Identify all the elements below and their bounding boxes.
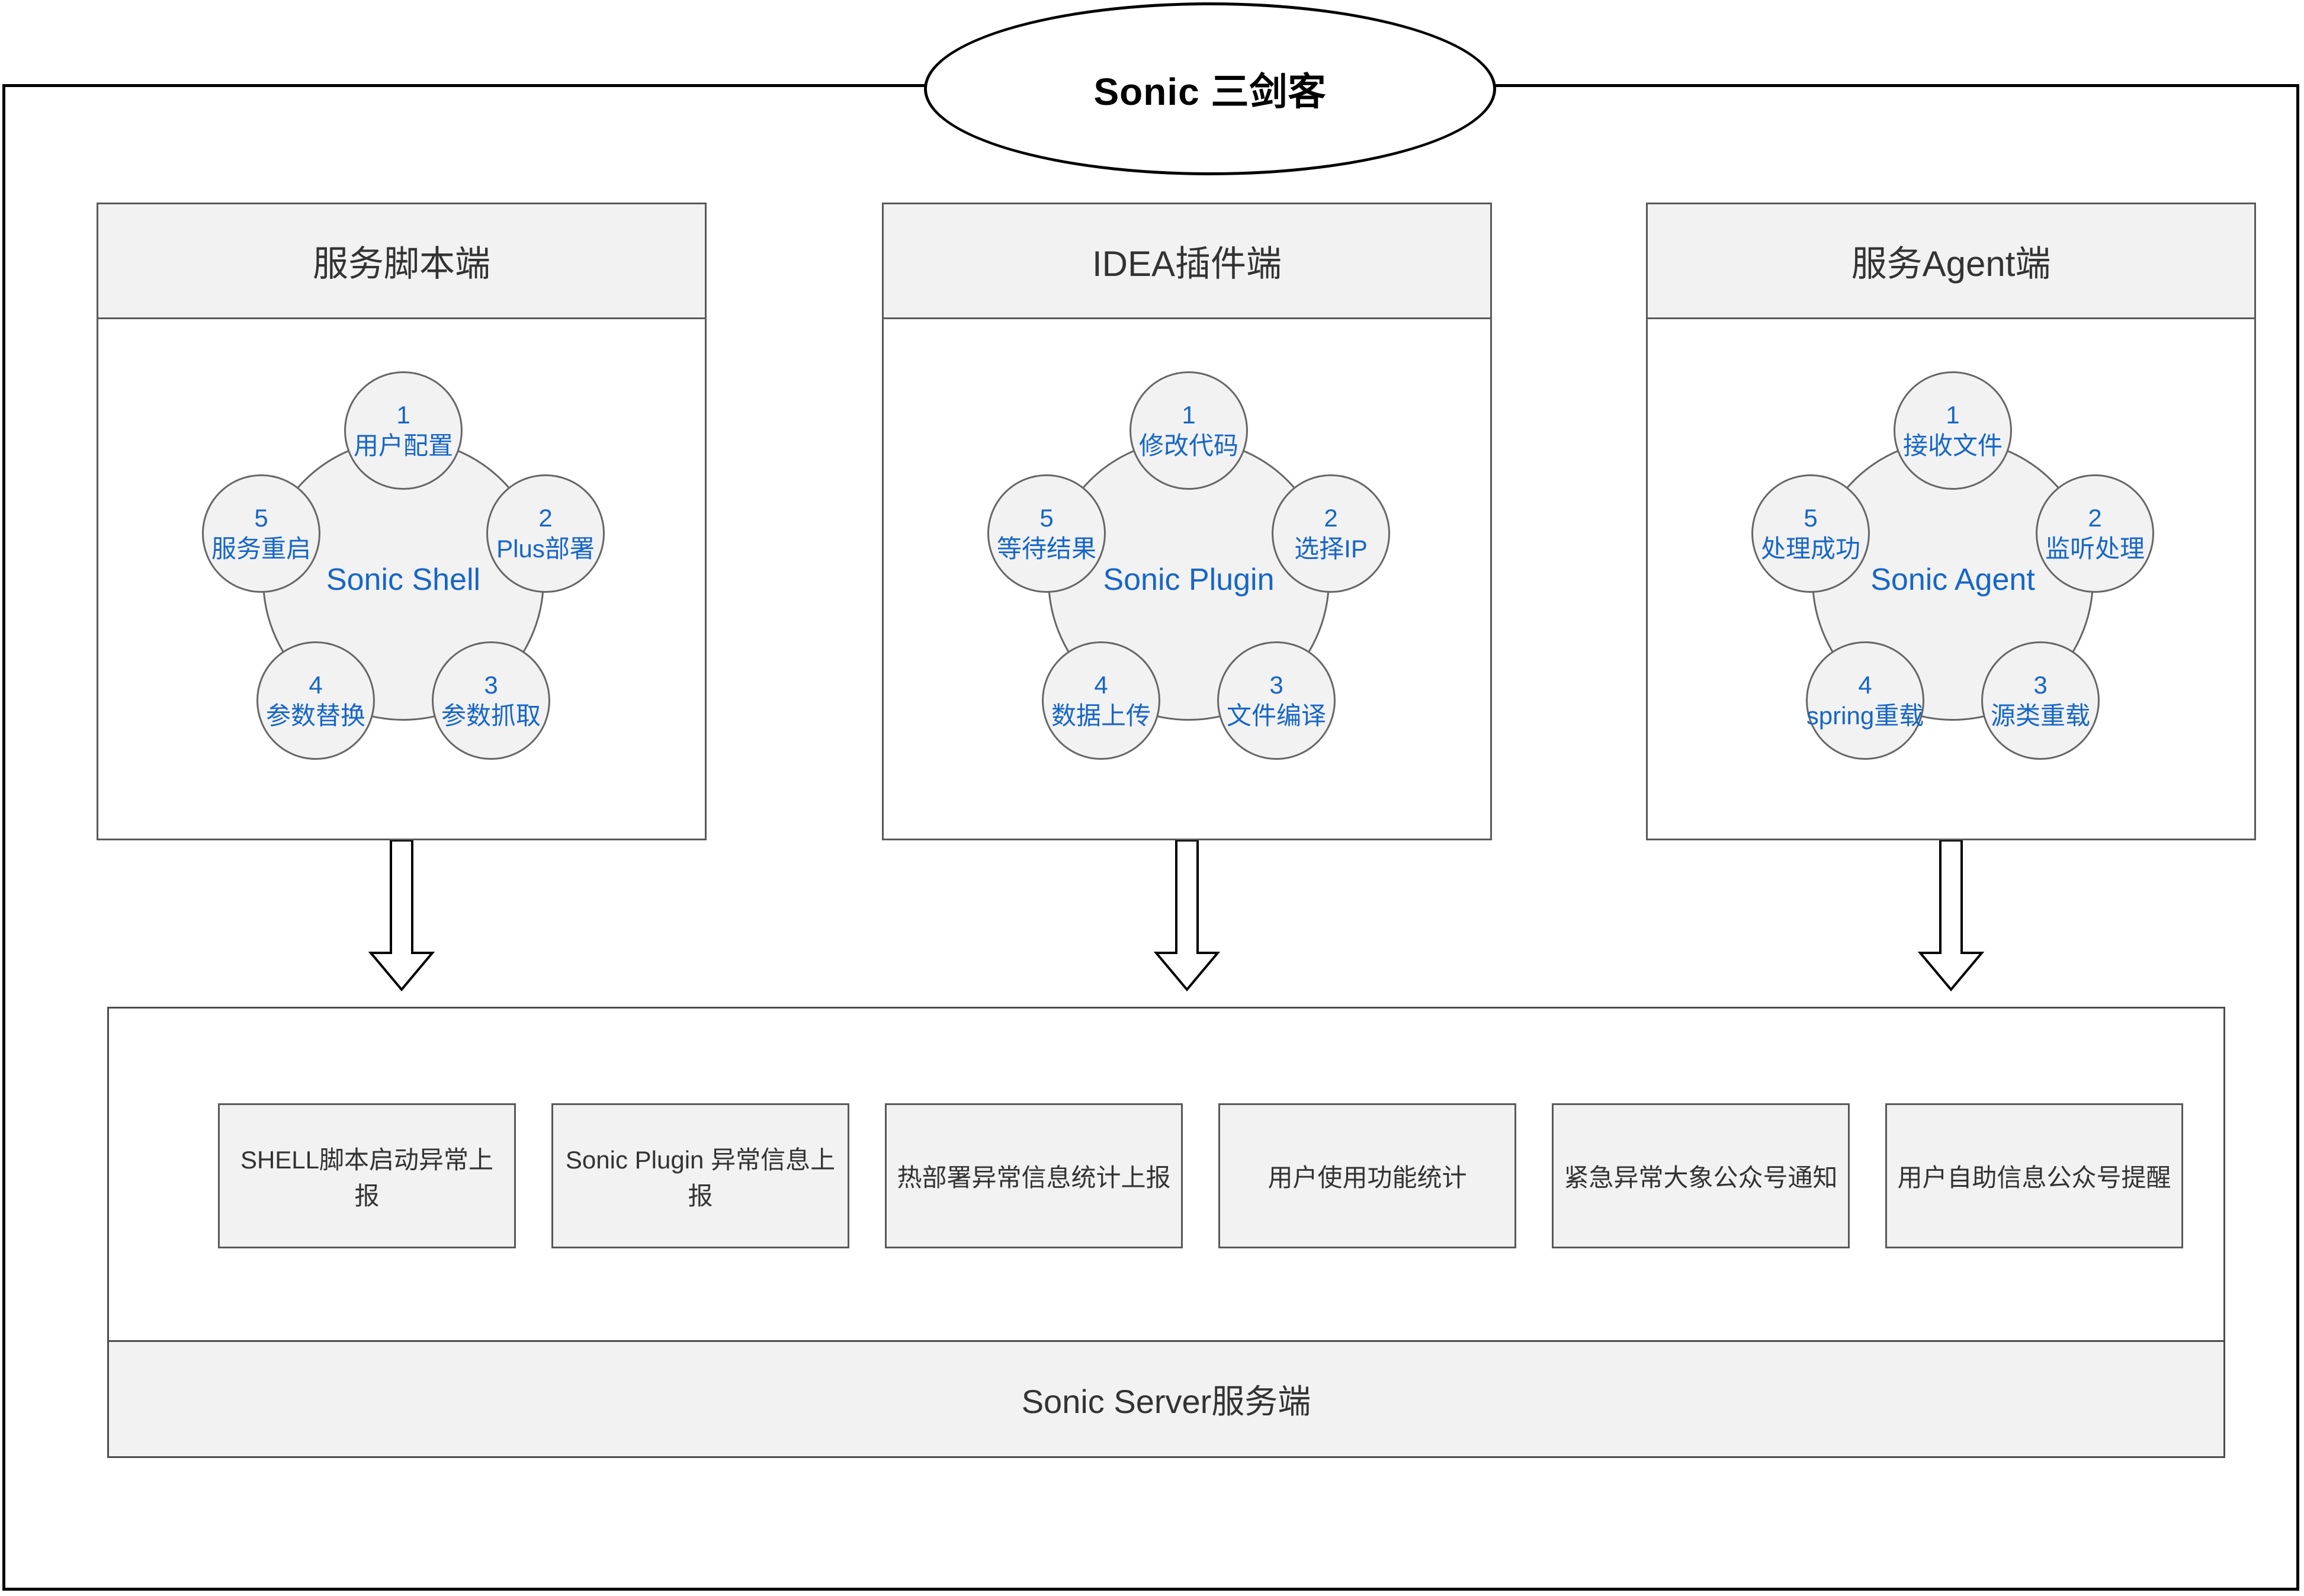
panel-script-header: 服务脚本端 — [98, 204, 705, 319]
step-label: 文件编译 — [1226, 702, 1326, 730]
step-label: 源类重载 — [1990, 702, 2090, 730]
down-arrow-icon — [1153, 839, 1221, 992]
server-box-label: SHELL脚本启动异常上报 — [240, 1145, 494, 1210]
step-number: 3 — [484, 670, 498, 699]
step-label: 用户配置 — [353, 432, 453, 460]
step-label: 参数替换 — [265, 702, 365, 730]
step-label: 修改代码 — [1138, 432, 1238, 460]
step-circle-5: 5 服务重启 — [202, 474, 320, 593]
step-number: 4 — [1094, 670, 1108, 699]
server-box-shell-report: SHELL脚本启动异常上报 — [218, 1103, 516, 1248]
server-box-label: 热部署异常信息统计上报 — [897, 1164, 1171, 1192]
step-number: 4 — [309, 670, 323, 699]
step-number: 3 — [1269, 670, 1283, 699]
server-container: SHELL脚本启动异常上报 Sonic Plugin 异常信息上报 热部署异常信… — [107, 1007, 2225, 1458]
step-label: 监听处理 — [2045, 535, 2145, 563]
step-circle-3: 3 参数抓取 — [432, 641, 550, 760]
step-number: 5 — [254, 503, 268, 532]
step-circle-5: 5 处理成功 — [1751, 474, 1870, 593]
step-label: 数据上传 — [1051, 702, 1151, 730]
panel-script-body: Sonic Shell 1 用户配置 2 Plus部署 3 参数抓取 4 参数替… — [98, 319, 705, 839]
step-circle-2: 2 监听处理 — [2036, 474, 2154, 593]
server-box-selfhelp-remind: 用户自助信息公众号提醒 — [1885, 1103, 2183, 1248]
down-arrow-icon — [368, 839, 435, 992]
panel-idea-plugin-side: IDEA插件端 Sonic Plugin 1 修改代码 2 选择IP 3 文件编… — [882, 203, 1492, 840]
server-footer-bar: Sonic Server服务端 — [109, 1340, 2223, 1456]
step-circle-3: 3 文件编译 — [1217, 641, 1336, 760]
panel-agent-header-label: 服务Agent端 — [1851, 244, 2051, 284]
diagram-title: Sonic 三剑客 — [1093, 70, 1327, 113]
step-circle-4: 4 spring重载 — [1806, 641, 1924, 760]
step-number: 1 — [1182, 400, 1196, 429]
step-label: Plus部署 — [496, 535, 595, 563]
step-label: 处理成功 — [1760, 535, 1860, 563]
server-box-hotdeploy-report: 热部署异常信息统计上报 — [885, 1103, 1183, 1248]
server-box-label: Sonic Plugin 异常信息上报 — [565, 1145, 836, 1210]
server-footer-label: Sonic Server服务端 — [1021, 1383, 1311, 1420]
step-circle-4: 4 参数替换 — [256, 641, 375, 760]
panel-script-header-label: 服务脚本端 — [313, 244, 490, 284]
step-circle-1: 1 修改代码 — [1129, 371, 1248, 490]
core-label: Sonic Shell — [326, 563, 481, 597]
down-arrow-icon — [1917, 839, 1985, 992]
panel-agent-side: 服务Agent端 Sonic Agent 1 接收文件 2 监听处理 3 源类重… — [1646, 203, 2256, 840]
step-number: 2 — [1324, 503, 1338, 532]
step-number: 5 — [1804, 503, 1818, 532]
panel-agent-body: Sonic Agent 1 接收文件 2 监听处理 3 源类重载 4 sprin… — [1648, 319, 2254, 839]
step-label: 服务重启 — [211, 535, 311, 563]
server-box-usage-stats: 用户使用功能统计 — [1218, 1103, 1516, 1248]
panel-idea-body: Sonic Plugin 1 修改代码 2 选择IP 3 文件编译 4 数据上传… — [884, 319, 1490, 839]
server-box-urgent-notify: 紧急异常大象公众号通知 — [1552, 1103, 1850, 1248]
step-number: 5 — [1039, 503, 1054, 532]
step-label: 参数抓取 — [441, 702, 541, 730]
step-label: 接收文件 — [1902, 432, 2003, 460]
panel-idea-header: IDEA插件端 — [884, 204, 1490, 319]
step-circle-2: 2 Plus部署 — [486, 474, 605, 593]
step-label: 等待结果 — [996, 535, 1096, 563]
step-number: 4 — [1858, 670, 1872, 699]
step-circle-4: 4 数据上传 — [1042, 641, 1160, 760]
step-number: 1 — [396, 400, 410, 429]
step-number: 2 — [2088, 503, 2102, 532]
step-circle-5: 5 等待结果 — [987, 474, 1106, 593]
server-box-plugin-report: Sonic Plugin 异常信息上报 — [551, 1103, 849, 1248]
panel-idea-header-label: IDEA插件端 — [1092, 244, 1282, 284]
step-circle-2: 2 选择IP — [1272, 474, 1390, 593]
step-circle-1: 1 用户配置 — [344, 371, 463, 490]
step-label: 选择IP — [1294, 535, 1368, 563]
step-circle-1: 1 接收文件 — [1894, 371, 2012, 490]
step-number: 3 — [2033, 670, 2048, 699]
step-number: 2 — [538, 503, 553, 532]
panel-agent-header: 服务Agent端 — [1648, 204, 2254, 319]
title-ellipse: Sonic 三剑客 — [924, 2, 1496, 175]
server-box-label: 用户自助信息公众号提醒 — [1897, 1164, 2171, 1192]
server-box-label: 紧急异常大象公众号通知 — [1564, 1164, 1838, 1192]
step-label: spring重载 — [1806, 702, 1924, 730]
server-box-label: 用户使用功能统计 — [1267, 1164, 1467, 1192]
core-label: Sonic Plugin — [1103, 563, 1275, 597]
step-number: 1 — [1946, 400, 1960, 429]
server-feature-boxes: SHELL脚本启动异常上报 Sonic Plugin 异常信息上报 热部署异常信… — [109, 1103, 2223, 1248]
core-label: Sonic Agent — [1870, 563, 2035, 597]
step-circle-3: 3 源类重载 — [1981, 641, 2100, 760]
panel-script-side: 服务脚本端 Sonic Shell 1 用户配置 2 Plus部署 3 参数抓取… — [97, 203, 707, 840]
